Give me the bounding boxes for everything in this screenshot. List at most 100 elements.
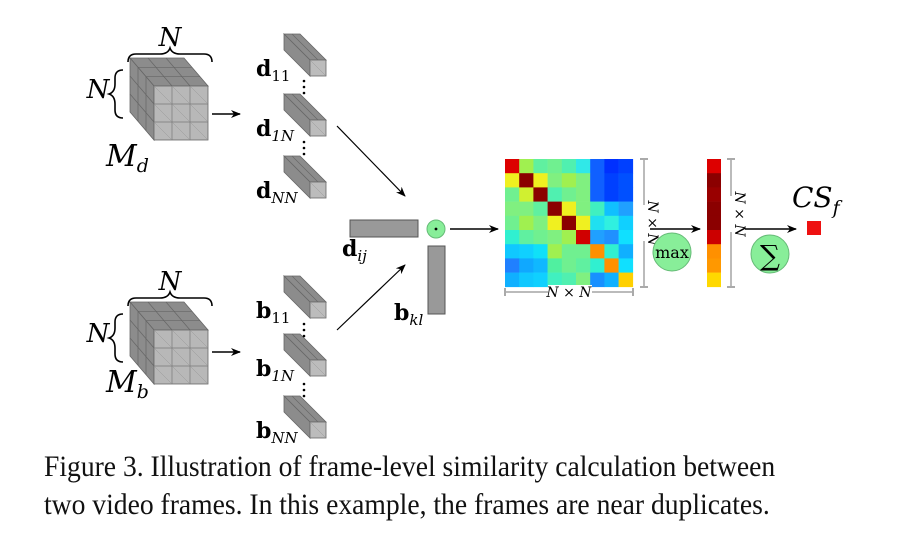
- matrix-cell-3-7: [604, 201, 619, 217]
- matrix-cell-6-8: [618, 244, 634, 259]
- matrix-cell-8-2: [533, 272, 548, 288]
- ellipsis-dots: [302, 79, 306, 398]
- vector-prism-b1n: [283, 333, 327, 377]
- brace-left-mb: [106, 313, 124, 363]
- matrix-cell-1-5: [576, 173, 591, 188]
- matrix-cell-0-3: [547, 159, 563, 174]
- matrix-cell-7-3: [547, 258, 563, 273]
- max-operator: [652, 232, 692, 272]
- matrix-cell-8-5: [576, 272, 591, 288]
- output-cs-square: [807, 221, 821, 235]
- matrix-cell-5-4: [561, 230, 577, 245]
- max-vector-cell-0: [707, 159, 721, 174]
- matrix-cell-0-2: [533, 159, 548, 174]
- brace-top-mb: [127, 289, 213, 307]
- vector-label-d1n: d1N: [256, 116, 295, 145]
- matrix-cell-3-5: [576, 201, 591, 217]
- max-vector-dim-label: N × N: [731, 190, 747, 237]
- matrix-cell-0-0: [505, 159, 520, 174]
- max-vector-cell-5: [707, 230, 721, 245]
- matrix-cell-1-8: [618, 173, 634, 188]
- matrix-cell-4-4: [561, 215, 577, 231]
- matrix-cell-6-5: [576, 244, 591, 259]
- matrix-cell-3-3: [547, 201, 563, 217]
- matrix-cell-3-0: [505, 201, 520, 217]
- arrow-d-to-dij: [336, 125, 406, 197]
- selected-vector-dij: [349, 219, 419, 238]
- matrix-cell-4-6: [590, 215, 605, 231]
- matrix-cell-1-2: [533, 173, 548, 188]
- matrix-cell-2-6: [590, 187, 605, 202]
- matrix-cell-4-7: [604, 215, 619, 231]
- matrix-cell-8-4: [561, 272, 577, 288]
- matrix-cell-8-1: [519, 272, 534, 288]
- caption-line-2: two video frames. In this example, the f…: [44, 488, 770, 521]
- matrix-cell-1-3: [547, 173, 563, 188]
- output-label: CSf: [792, 181, 843, 219]
- tensor-md-label: Md: [105, 139, 149, 177]
- vector-prism-d11: [283, 33, 327, 77]
- max-operator-label: max: [655, 243, 689, 262]
- tensor-mb-dim-left: N: [86, 319, 111, 349]
- matrix-cell-6-2: [533, 244, 548, 259]
- max-vector-cell-6: [707, 244, 721, 259]
- matrix-cell-8-0: [505, 272, 520, 288]
- matrix-cell-7-2: [533, 258, 548, 273]
- matrix-cell-4-1: [519, 215, 534, 231]
- matrix-cell-6-6: [590, 244, 605, 259]
- matrix-cell-7-1: [519, 258, 534, 273]
- selected-label-bkl: bkl: [394, 300, 423, 329]
- matrix-cell-5-2: [533, 230, 548, 245]
- vector-stack: [283, 33, 327, 439]
- matrix-cell-1-4: [561, 173, 577, 188]
- matrix-cell-7-8: [618, 258, 634, 273]
- vector-label-b1n: b1N: [256, 356, 295, 385]
- sum-icon: ∑: [760, 239, 780, 272]
- matrix-cell-0-4: [561, 159, 577, 174]
- matrix-cell-5-1: [519, 230, 534, 245]
- matrix-cell-6-4: [561, 244, 577, 259]
- matrix-cell-2-2: [533, 187, 548, 202]
- matrix-cell-2-7: [604, 187, 619, 202]
- matrix-cell-5-6: [590, 230, 605, 245]
- caption-line-1: Figure 3. Illustration of frame-level si…: [44, 450, 776, 483]
- tensor-md: [129, 56, 209, 142]
- max-vector-cell-4: [707, 215, 721, 231]
- vector-prism-b11: [283, 275, 327, 319]
- matrix-cell-1-0: [505, 173, 520, 188]
- matrix-cell-3-1: [519, 201, 534, 217]
- matrix-cell-3-4: [561, 201, 577, 217]
- matrix-cell-5-8: [618, 230, 634, 245]
- matrix-cell-2-8: [618, 187, 634, 202]
- matrix-cell-3-2: [533, 201, 548, 217]
- matrix-cell-6-3: [547, 244, 563, 259]
- matrix-cell-4-0: [505, 215, 520, 231]
- brace-left-md: [106, 69, 124, 119]
- matrix-cell-5-5: [576, 230, 591, 245]
- matrix-cell-7-4: [561, 258, 577, 273]
- matrix-cell-0-1: [519, 159, 534, 174]
- matrix-cell-8-6: [590, 272, 605, 288]
- matrix-cell-7-6: [590, 258, 605, 273]
- matrix-cell-3-8: [618, 201, 634, 217]
- matrix-dim-vertical-label: N × N: [644, 199, 660, 246]
- matrix-cell-2-1: [519, 187, 534, 202]
- matrix-cell-6-0: [505, 244, 520, 259]
- matrix-cell-4-3: [547, 215, 563, 231]
- vector-label-dnn: dNN: [256, 178, 299, 207]
- tensor-mb: [129, 300, 209, 386]
- arrow-b-to-bkl: [336, 264, 406, 331]
- matrix-cell-0-7: [604, 159, 619, 174]
- matrix-cell-3-6: [590, 201, 605, 217]
- matrix-cell-2-3: [547, 187, 563, 202]
- matrix-cell-4-2: [533, 215, 548, 231]
- vector-prism-bnn: [283, 395, 327, 439]
- matrix-cell-5-0: [505, 230, 520, 245]
- dot-product-dot-icon: [434, 227, 438, 231]
- max-vector-cell-3: [707, 201, 721, 217]
- selected-label-dij: dij: [342, 236, 367, 265]
- matrix-cell-8-8: [618, 272, 634, 288]
- matrix-cell-7-7: [604, 258, 619, 273]
- matrix-cell-7-5: [576, 258, 591, 273]
